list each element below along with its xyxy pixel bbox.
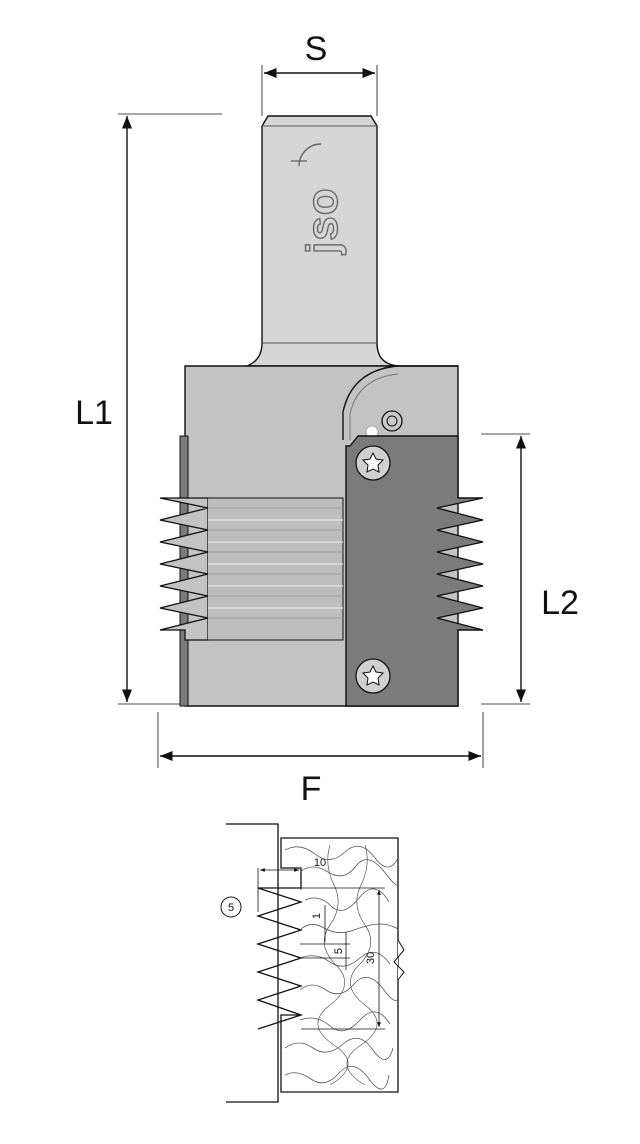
cutting-width-dimension: F bbox=[157, 712, 484, 808]
overall-length-dimension: L1 bbox=[75, 113, 222, 705]
cutting-length-dimension: L2 bbox=[481, 433, 579, 705]
dim-1-label: 1 bbox=[311, 913, 323, 919]
screw-top-icon bbox=[355, 445, 391, 481]
profile-number-badge: 5 bbox=[220, 896, 242, 918]
wood-grain bbox=[284, 844, 398, 1090]
dim-30-label: 30 bbox=[365, 952, 377, 964]
label-s: S bbox=[305, 30, 328, 68]
logo-text: jso bbox=[298, 187, 347, 255]
label-l1: L1 bbox=[75, 394, 113, 432]
dim-10-label: 10 bbox=[314, 857, 326, 869]
label-l2: L2 bbox=[541, 584, 579, 622]
profile-number: 5 bbox=[228, 902, 234, 914]
joint-profile-detail: 10 30 1 5 5 bbox=[220, 823, 405, 1103]
screw-bottom-icon bbox=[355, 658, 391, 694]
pin-icon bbox=[381, 410, 403, 432]
jso-logo-icon: jso bbox=[291, 143, 348, 256]
dim-5-label: 5 bbox=[333, 948, 345, 954]
label-f: F bbox=[301, 770, 322, 808]
left-finger-teeth bbox=[159, 497, 344, 641]
shank-diameter-dimension: S bbox=[261, 30, 378, 116]
cutting-blade bbox=[345, 435, 484, 707]
